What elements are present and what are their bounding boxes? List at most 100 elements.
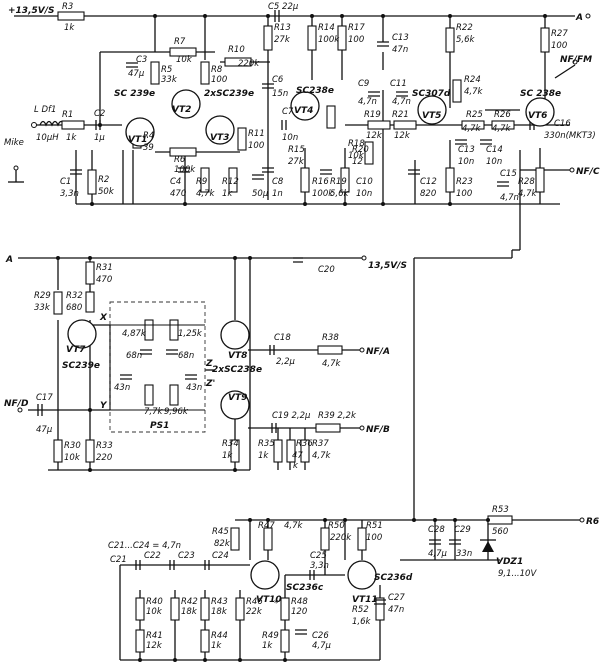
part-label: C6 [272,75,284,85]
part-label: 10n [458,157,474,167]
part-label: 12k [394,131,411,141]
part-label: 22k [246,607,263,617]
part-label: 27k [288,157,305,167]
part-label: R9 [196,177,207,187]
part-label: R17 [348,23,365,33]
vt11-type: SC236d [374,573,413,583]
part-label: C12 [420,177,437,187]
part-label: 10n [486,157,502,167]
part-label: R31 [96,263,113,273]
inductor-ldf1 [39,120,65,127]
node-a-label-mid: A [5,255,13,265]
part-label: C17 [36,393,53,403]
mike-label: Mike [4,138,24,148]
supply-rail-label: +13,5V/S [8,6,54,16]
part-label: 18k [181,607,198,617]
vt10-type: SC236c [286,583,324,593]
part-label: 33k [34,303,51,313]
part-label: 220k [238,59,260,69]
ground-symbol-top-left [8,165,24,183]
part-label: * [274,599,278,609]
part-label: 1k [222,451,233,461]
part-label: R51 [366,521,383,531]
part-label: R8 [211,65,223,75]
part-label: 4,7µ [428,549,448,559]
vt6-type: SC 238e [520,89,561,99]
notes: C21...C24 = 4,7n VDZ1 9,1...10V 330n(MKT… [108,131,596,579]
r6-terminal [579,517,585,523]
part-label: C3 [136,55,147,65]
ps1-pin-z2: Z' [205,379,215,389]
inductor-label: L Df1 [34,105,56,115]
part-label: C18 [274,333,291,343]
part-label: C15 [500,169,517,179]
ps1-pin-x: X [99,313,108,323]
part-label: 2,2µ [276,357,296,367]
transistor-labels: SC 239e VT1 2xSC239e VT2 VT3 SC238e VT4 … [62,86,561,605]
part-label: 100 [366,533,382,543]
part-label: R19 [364,110,381,120]
part-label: R10 [228,45,245,55]
part-label: 10k [348,151,365,161]
part-label: R49 [262,631,279,641]
part-label: C2 [94,109,105,119]
part-label: 680 [66,303,82,313]
ps1-labels: PS1 4,87k 1,25k 68n 68n 43n 43n 7,7k 9,9… [99,313,215,431]
part-labels: R3 1k C5 22µ R13 27k R14 100k R17 100 C1… [34,2,571,651]
ps1-r-125: 1,25k [178,329,203,339]
part-label: 120 [291,607,307,617]
nf-fm-label: NF/FM [560,55,592,65]
node-a-label-top: A [575,13,583,23]
ps1-c-68a: 68n [126,351,142,361]
part-label: R2 [98,175,109,185]
part-label: C29 [454,525,471,535]
part-label: 1k [64,23,75,33]
part-label: R23 [456,177,473,187]
part-label: R19 [330,177,347,187]
part-label: 100 [348,35,364,45]
part-label: R43 [211,597,228,607]
part-label: C7 [282,107,294,117]
nf-b-terminal [359,425,365,431]
ps1-ref: PS1 [150,421,169,431]
part-label: 1k [211,641,222,651]
part-label: 1k [66,133,77,143]
nf-fm-terminal [572,59,578,65]
part-label: 5,6k [330,189,350,199]
transistors-top [125,89,555,147]
part-label: 1,6k [352,617,372,627]
part-label: R27 [551,29,568,39]
part-label: R38 [322,333,339,343]
part-label: 47 [292,451,303,461]
transistors-bottom [250,560,377,590]
part-label: 12k [366,131,383,141]
vdz1-ref: VDZ1 [496,557,523,567]
part-label: C10 [356,177,373,187]
resistors-bottom [135,515,513,653]
vt11-ref: VT11 [352,595,378,605]
supply-terminal-mid [361,255,367,261]
ps1-pin-z: Z [205,359,213,369]
part-label: C8 [272,177,284,187]
part-label: C4 [170,177,181,187]
part-label: C28 [428,525,445,535]
part-label: 10n [282,133,298,143]
part-label: 100k [318,35,340,45]
part-label: 82k [214,539,231,549]
part-label: C25 [310,551,327,561]
part-label: R21 [392,110,409,120]
capacitors-middle [37,257,303,433]
part-label: R45 [212,527,229,537]
part-label: 47µ [36,425,53,435]
vt8-ref: VT8 [228,351,247,361]
vt4-type: SC238e [296,86,334,96]
part-label: C24 [212,551,229,561]
part-label: 47n [388,605,404,615]
part-label: R25 [466,110,483,120]
part-label: 4,7k [284,521,304,531]
part-label: 4,7k [322,359,342,369]
ps1-c-43a: 43n [114,383,130,393]
part-label: 470 [96,275,112,285]
